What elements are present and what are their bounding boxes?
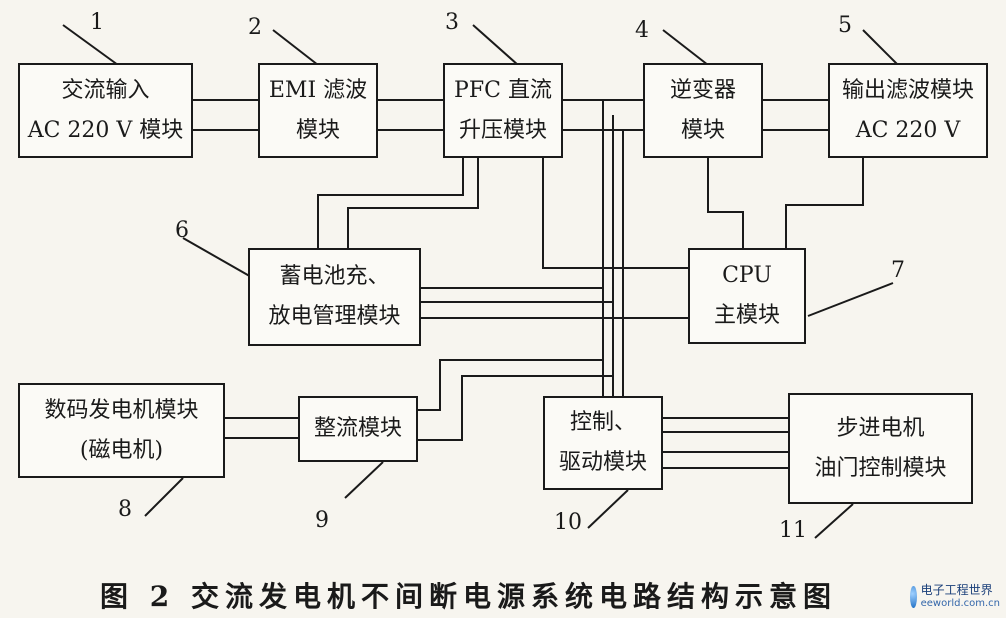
label-4: 4 [635,18,649,43]
cpu-main-block: CPU 主模块 [688,248,806,344]
control-drive-block: 控制、 驱动模块 [543,396,663,490]
stepper-line2: 油门控制模块 [814,455,947,481]
generator-line1: 数码发电机模块 [44,397,199,423]
watermark-line1: 电子工程世界 [920,583,993,597]
ac-input-block: 交流输入 AC 220 V 模块 [18,63,193,158]
output-filter-block: 输出滤波模块 AC 220 V [828,63,988,158]
emi-filter-block: EMI 滤波 模块 [258,63,378,158]
label-3: 3 [445,10,459,35]
stepper-line1: 步进电机 [836,415,925,441]
generator-line2: (磁电机) [79,437,164,463]
output-filter-line1: 输出滤波模块 [841,77,974,103]
label-1: 1 [90,10,104,35]
control-line2: 驱动模块 [558,450,647,475]
output-filter-line2: AC 220 V [855,117,961,143]
globe-icon [910,586,917,608]
label-7: 7 [891,258,905,283]
pfc-boost-block: PFC 直流 升压模块 [443,63,563,158]
label-10: 10 [554,510,582,535]
rectifier-line1: 整流模块 [313,416,402,441]
emi-line2: 模块 [295,117,340,143]
watermark-text: 电子工程世界 eeworld.com.cn [921,583,1000,611]
inverter-block: 逆变器 模块 [643,63,763,158]
inverter-line2: 模块 [680,117,725,143]
figure-caption: 图 2 交流发电机不间断电源系统电路结构示意图 [100,580,837,613]
stepper-throttle-block: 步进电机 油门控制模块 [788,393,973,504]
rectifier-block: 整流模块 [298,396,418,462]
eeworld-watermark: 电子工程世界 eeworld.com.cn [910,580,1000,614]
emi-line1: EMI 滤波 [268,77,368,103]
label-2: 2 [248,15,262,40]
digital-generator-block: 数码发电机模块 (磁电机) [18,383,225,478]
watermark-line2: eeworld.com.cn [920,598,1000,609]
ac-input-line1: 交流输入 [61,77,150,103]
cpu-line1: CPU [722,263,772,288]
pfc-line1: PFC 直流 [454,77,552,103]
inverter-line1: 逆变器 [669,77,736,103]
battery-line1: 蓄电池充、 [279,264,390,289]
control-line1: 控制、 [569,410,636,435]
label-5: 5 [838,13,852,38]
ac-input-line2: AC 220 V 模块 [27,117,184,143]
label-6: 6 [175,218,189,243]
label-8: 8 [118,497,132,522]
battery-management-block: 蓄电池充、 放电管理模块 [248,248,421,346]
label-11: 11 [779,518,807,543]
label-9: 9 [315,508,329,533]
cpu-line2: 主模块 [713,303,780,328]
pfc-line2: 升压模块 [458,117,547,143]
battery-line2: 放电管理模块 [268,304,401,329]
